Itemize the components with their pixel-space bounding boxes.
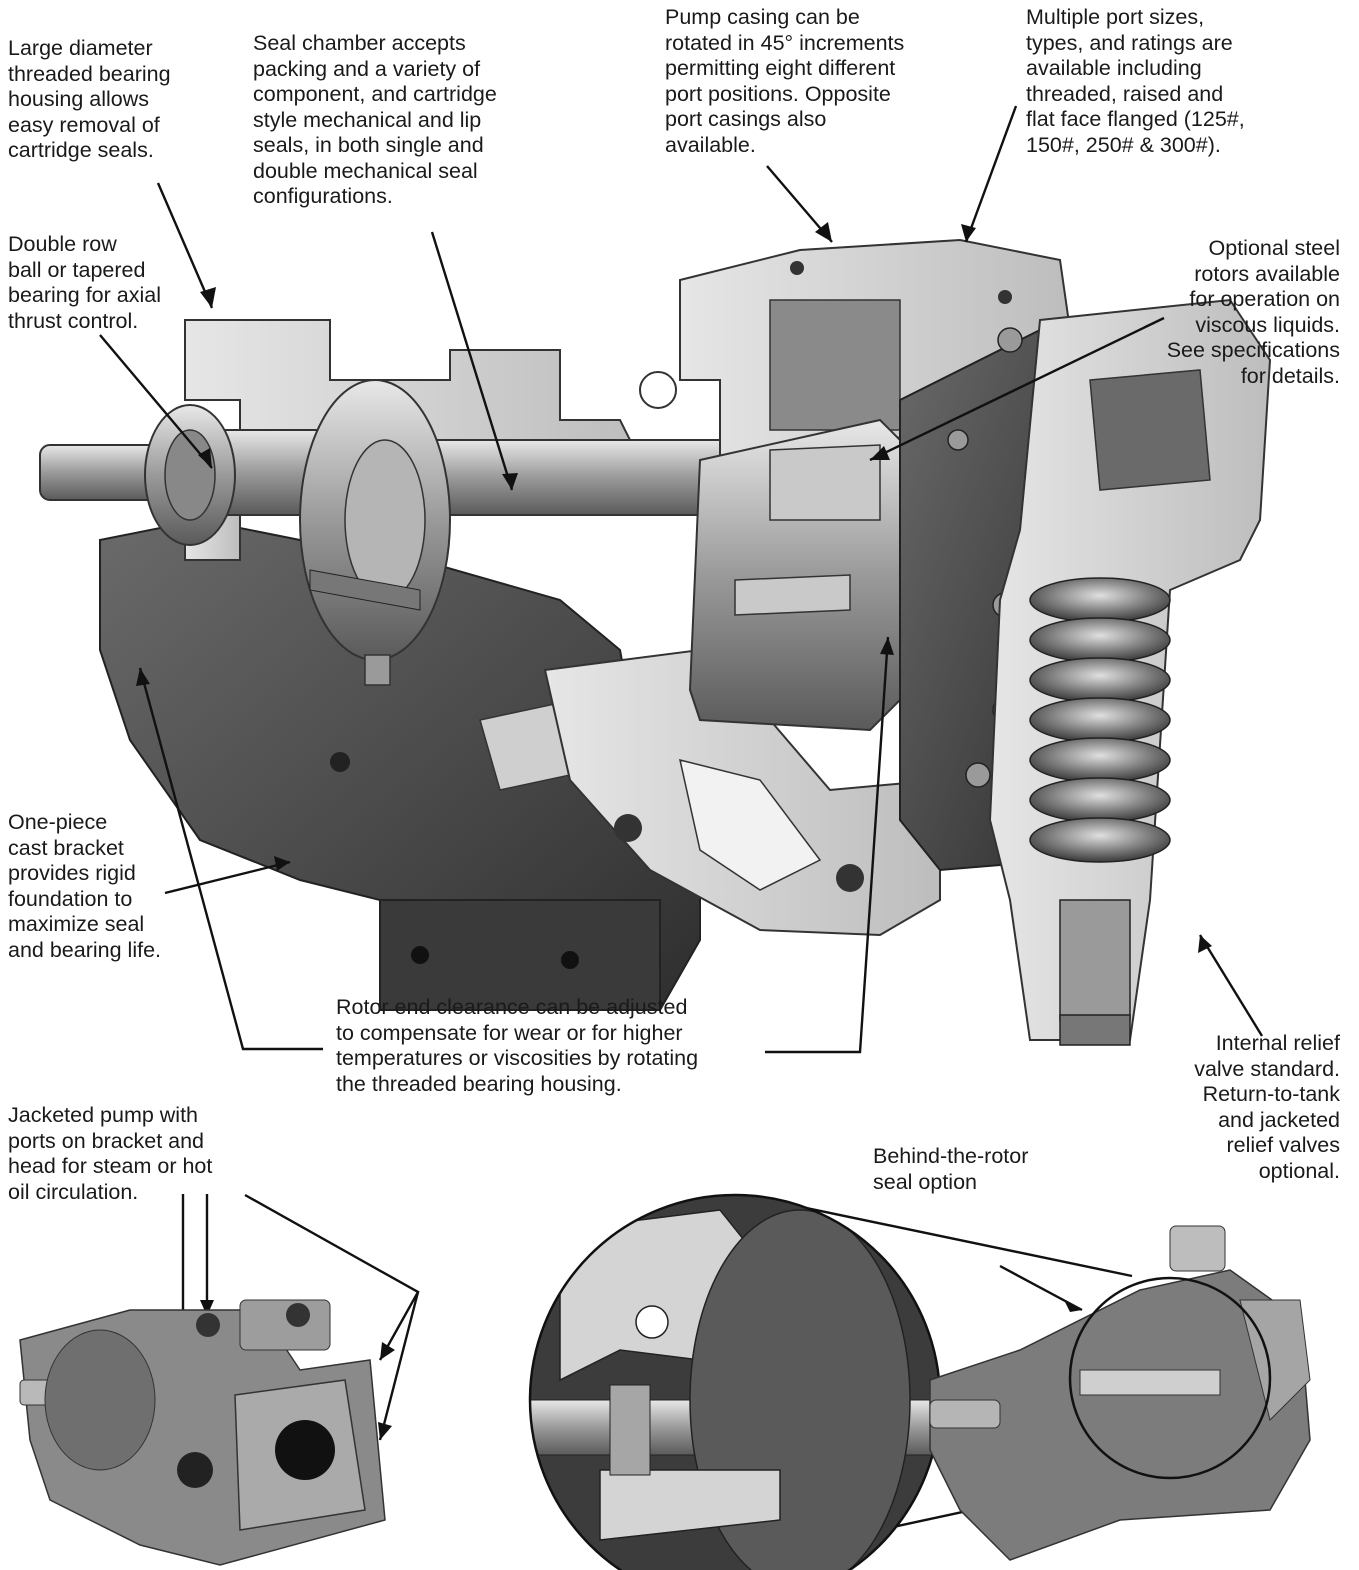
- arrowhead: [870, 446, 890, 460]
- arrowhead: [136, 668, 150, 686]
- callout-jacketed-pump: Jacketed pump with ports on bracket and …: [8, 1103, 213, 1204]
- zoom-detail: [528, 1193, 942, 1570]
- leader-port-sizes: [964, 105, 1018, 243]
- leader-relief-valve: [1198, 934, 1264, 1037]
- arrowhead: [880, 637, 894, 655]
- pump-casing: [543, 238, 1072, 937]
- rotor: [688, 418, 901, 732]
- jacketed-pump-image: [19, 1299, 386, 1566]
- arrowhead: [502, 473, 518, 490]
- arrowhead: [198, 448, 212, 468]
- leader-bearing-housing: [156, 182, 214, 309]
- arrowhead: [378, 1422, 392, 1440]
- leader-cast-bracket: [164, 860, 291, 895]
- callout-double-row-bearing: Double row ball or tapered bearing for a…: [8, 232, 161, 333]
- callout-rotor-clearance: Rotor end clearance can be adjusted to c…: [336, 995, 699, 1096]
- arrowhead: [1198, 935, 1212, 953]
- leader-steel-rotors: [869, 316, 1165, 462]
- behind-rotor-pump-image: [929, 1225, 1311, 1561]
- callout-bearing-housing: Large diameter threaded bearing housing …: [8, 36, 171, 162]
- arrowhead: [1064, 1300, 1082, 1312]
- arrowhead: [274, 856, 290, 871]
- arrowhead: [200, 1300, 214, 1316]
- callout-cast-bracket: One-piece cast bracket provides rigid fo…: [8, 810, 161, 962]
- callout-relief-valve: Internal relief valve standard. Return-t…: [1194, 1031, 1340, 1183]
- arrowhead: [961, 224, 976, 242]
- arrowhead: [380, 1342, 395, 1360]
- callout-behind-rotor-seal: Behind-the-rotor seal option: [873, 1144, 1029, 1194]
- callout-port-sizes: Multiple port sizes, types, and ratings …: [1026, 5, 1245, 157]
- leader-seal-chamber: [430, 231, 514, 491]
- callout-pump-casing: Pump casing can be rotated in 45° increm…: [665, 5, 905, 157]
- callout-steel-rotors: Optional steel rotors available for oper…: [1166, 236, 1340, 388]
- leader-jacketed-4: [378, 1291, 420, 1441]
- leader-rotor-clearance-right: [765, 636, 890, 1054]
- relief-valve: [988, 298, 1272, 1046]
- leader-double-row-bearing: [99, 334, 213, 469]
- bearing-assembly: [144, 404, 236, 546]
- seal-gland: [299, 379, 451, 686]
- callout-seal-chamber: Seal chamber accepts packing and a varie…: [253, 31, 497, 208]
- leader-rotor-clearance-left: [138, 667, 323, 1051]
- arrowhead: [200, 287, 216, 308]
- arrowhead: [815, 222, 832, 242]
